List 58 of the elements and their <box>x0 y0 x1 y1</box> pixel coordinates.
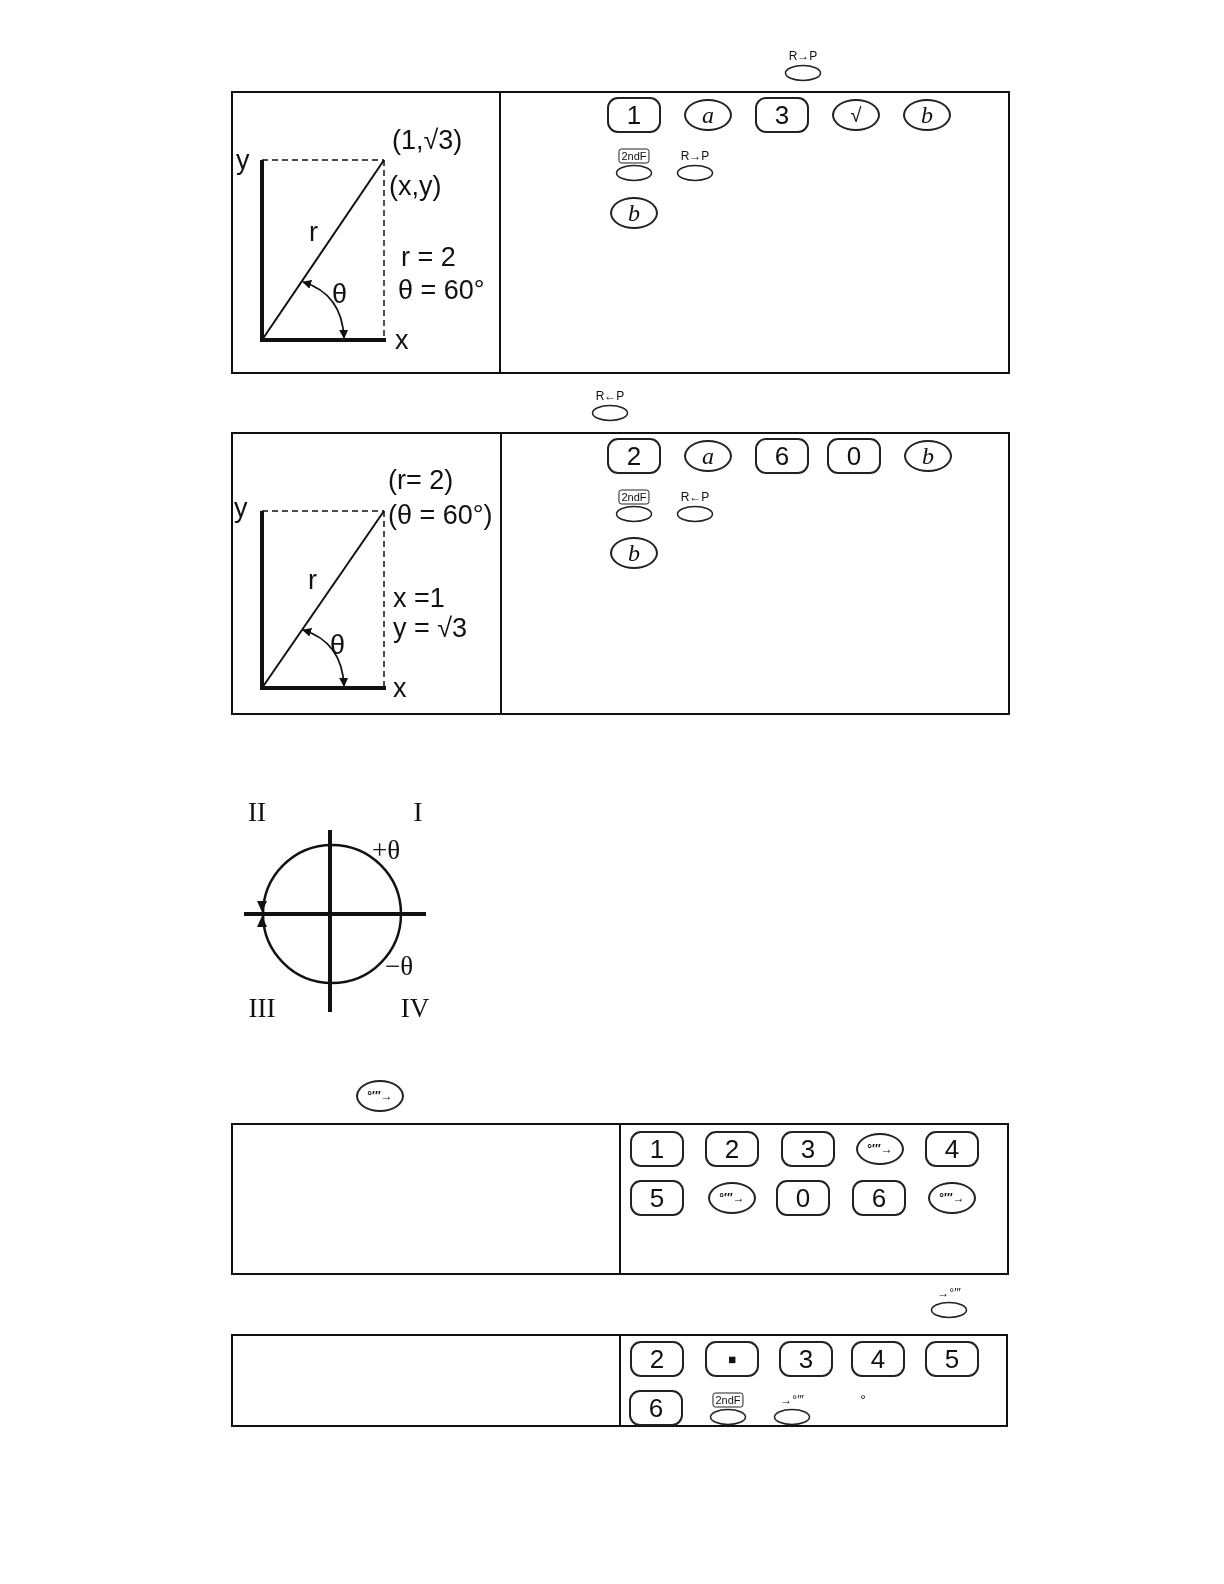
calculator-key: 5 <box>925 1341 979 1377</box>
axis-label: r <box>308 566 317 594</box>
calculator-key: ▪ <box>705 1341 759 1377</box>
axis-label: x =1 <box>393 584 445 612</box>
calculator-key: 6 <box>629 1390 683 1426</box>
calculator-key: 6 <box>755 438 809 474</box>
calculator-key: a <box>684 99 732 131</box>
quadrant-label: −θ <box>384 952 414 980</box>
quadrant-label: II <box>248 798 266 826</box>
calculator-key: b <box>903 99 951 131</box>
calculator-key: °′″→ <box>856 1133 904 1165</box>
calculator-key: b <box>610 537 658 569</box>
calculator-key: 0 <box>776 1180 830 1216</box>
axis-label: r <box>309 218 318 246</box>
key-caption: →°′″ <box>780 1394 804 1406</box>
axis-label: y <box>236 146 250 174</box>
quadrant-label: I <box>413 798 423 826</box>
key-caption: →°′″ <box>937 1287 961 1299</box>
calculator-key: 5 <box>630 1180 684 1216</box>
calculator-key: √ <box>832 99 880 131</box>
axis-label: y <box>234 494 248 522</box>
calculator-key: 0 <box>827 438 881 474</box>
axis-label: (θ = 60°) <box>388 501 493 529</box>
axis-label: (1,√3) <box>392 126 463 154</box>
calculator-key: 3 <box>779 1341 833 1377</box>
calculator-key: b <box>610 197 658 229</box>
axis-label: θ = 60° <box>398 276 485 304</box>
calculator-key: 4 <box>925 1131 979 1167</box>
axis-label: x <box>395 326 409 354</box>
calculator-key: 6 <box>852 1180 906 1216</box>
axis-label: y = √3 <box>393 614 468 642</box>
calculator-key: °′″→ <box>356 1080 404 1112</box>
key-caption: R←P <box>595 390 625 402</box>
degree-symbol: ° <box>860 1393 866 1407</box>
key-caption: R←P <box>680 491 710 503</box>
quadrant-label: III <box>248 994 276 1022</box>
axis-label: θ <box>330 631 346 659</box>
calculator-key: 2 <box>705 1131 759 1167</box>
axis-label: (r= 2) <box>388 466 454 494</box>
calculator-key: °′″→ <box>928 1182 976 1214</box>
axis-label: θ <box>332 280 348 308</box>
axis-label: x <box>393 674 407 702</box>
calculator-key: b <box>904 440 952 472</box>
calculator-key: 4 <box>851 1341 905 1377</box>
quadrant-label: +θ <box>371 836 401 864</box>
calculator-key: °′″→ <box>708 1182 756 1214</box>
calculator-key: 3 <box>781 1131 835 1167</box>
calculator-key: 3 <box>755 97 809 133</box>
key-caption: R→P <box>680 150 710 162</box>
axis-label: (x,y) <box>389 172 442 200</box>
axis-label: r = 2 <box>401 243 456 271</box>
calculator-key: 2 <box>607 438 661 474</box>
calculator-key: 2 <box>630 1341 684 1377</box>
calculator-key: 1 <box>630 1131 684 1167</box>
calculator-key: a <box>684 440 732 472</box>
key-caption: R→P <box>788 50 818 62</box>
calculator-key: 1 <box>607 97 661 133</box>
quadrant-label: IV <box>400 994 430 1022</box>
